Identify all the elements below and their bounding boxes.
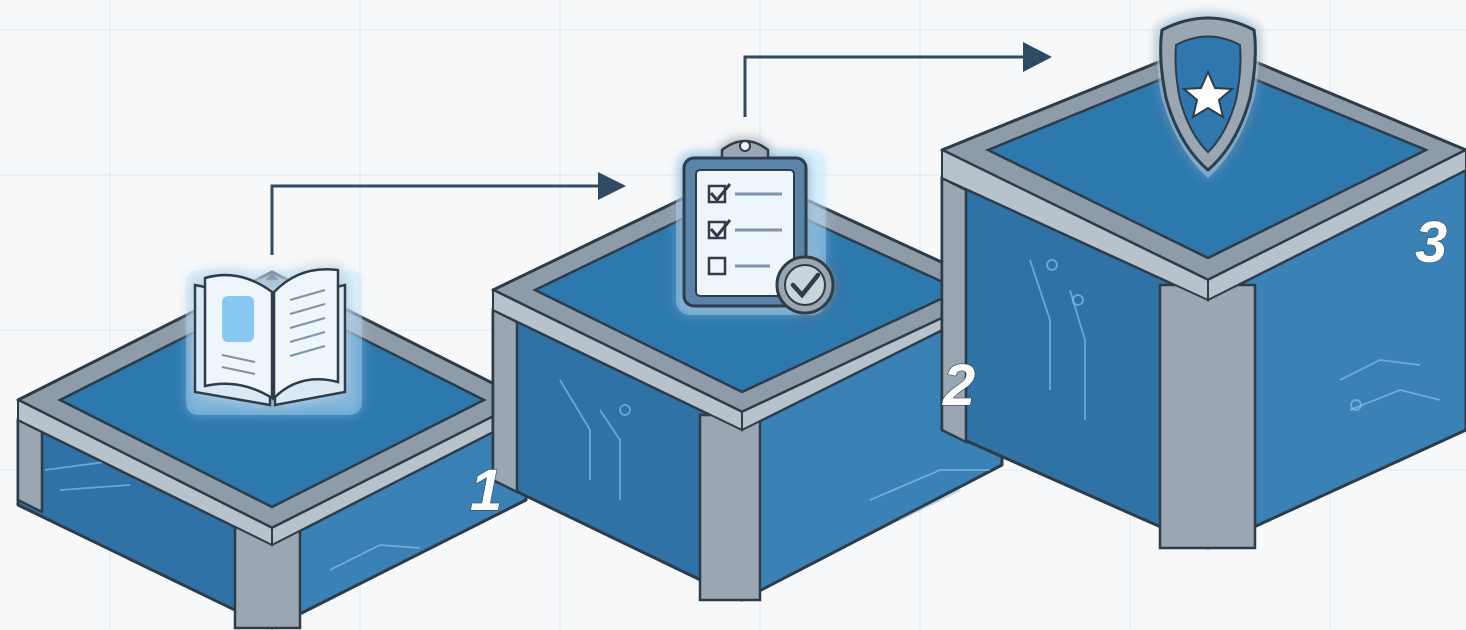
arrow-1-to-2 [272,172,626,255]
arrow-2-to-3 [745,42,1052,117]
step-1-number: 1 [470,458,502,523]
clipboard-checklist-icon [676,141,833,315]
book-icon [186,269,362,415]
step-3-number: 3 [1415,210,1447,275]
step-2-number: 2 [942,353,975,418]
